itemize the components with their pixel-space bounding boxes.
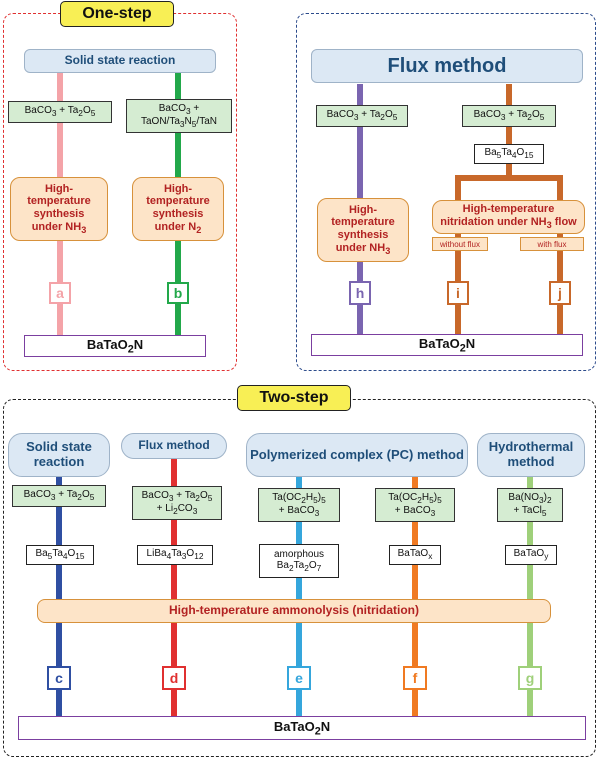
precursor-d: BaCO3 + Ta2O5+ Li2CO3: [132, 486, 222, 520]
route-e-line: [296, 476, 302, 716]
precursor-a-text: BaCO3 + Ta2O5: [24, 105, 96, 119]
route-e-marker: e: [287, 666, 311, 690]
precursor-h: BaCO3 + Ta2O5: [316, 105, 408, 127]
route-c-marker: c: [47, 666, 71, 690]
flux-branch-bar: [455, 175, 563, 181]
route-j-line: [557, 175, 563, 335]
route-f-line: [412, 476, 418, 716]
precursor-b-text: BaCO3 +TaON/Ta3N5/TaN: [141, 102, 217, 129]
precursor-d-text: BaCO3 + Ta2O5+ Li2CO3: [141, 489, 213, 516]
route-c-line: [56, 456, 62, 716]
product-text: BaTaO2N: [273, 718, 331, 738]
one-step-product-solid: BaTaO2N: [24, 335, 206, 357]
route-g-marker: g: [518, 666, 542, 690]
precursor-c: BaCO3 + Ta2O5: [12, 485, 106, 507]
route-i-line: [455, 175, 461, 335]
route-h-marker: h: [349, 281, 371, 305]
precursor-g-text: Ba(NO3)2+ TaCl5: [508, 491, 552, 518]
intermediate-text: Ba5Ta4O15: [484, 147, 534, 161]
without-flux-label: without flux: [432, 237, 488, 251]
intermediate-f: BaTaOx: [389, 545, 441, 565]
two-step-hydrothermal-header: Hydrothermal method: [477, 433, 585, 477]
intermediate-ba5ta4o15-flux: Ba5Ta4O15: [474, 144, 544, 164]
precursor-ij-text: BaCO3 + Ta2O5: [473, 109, 545, 123]
two-step-pc-header: Polymerized complex (PC) method: [246, 433, 468, 477]
two-step-solid-state-header: Solid state reaction: [8, 433, 110, 477]
route-a-marker: a: [49, 282, 71, 304]
flux-method-header: Flux method: [311, 49, 583, 83]
two-step-product: BaTaO2N: [18, 716, 586, 740]
route-b-marker: b: [167, 282, 189, 304]
product-text: BaTaO2N: [86, 336, 144, 356]
one-step-flux-panel: [296, 13, 596, 371]
precursor-a: BaCO3 + Ta2O5: [8, 101, 112, 123]
route-d-marker: d: [162, 666, 186, 690]
precursor-f: Ta(OC2H5)5+ BaCO3: [375, 488, 455, 522]
two-step-tag: Two-step: [237, 385, 351, 411]
route-g-line: [527, 476, 533, 716]
route-j-marker: j: [549, 281, 571, 305]
route-i-marker: i: [447, 281, 469, 305]
intermediate-d: LiBa4Ta3O12: [137, 545, 213, 565]
one-step-tag: One-step: [60, 1, 174, 27]
product-text: BaTaO2N: [418, 335, 476, 355]
precursor-ij: BaCO3 + Ta2O5: [462, 105, 556, 127]
intermediate-g: BaTaOy: [505, 545, 557, 565]
ammonolysis-process: High-temperature ammonolysis (nitridatio…: [37, 599, 551, 623]
intermediate-c: Ba5Ta4O15: [26, 545, 94, 565]
one-step-product-flux: BaTaO2N: [311, 334, 583, 356]
solid-state-reaction-header: Solid state reaction: [24, 49, 216, 73]
intermediate-g-text: BaTaOy: [513, 548, 549, 562]
intermediate-f-text: BaTaOx: [397, 548, 433, 562]
flux-trunk-line: [506, 84, 512, 178]
precursor-c-text: BaCO3 + Ta2O5: [23, 489, 95, 503]
route-f-marker: f: [403, 666, 427, 690]
precursor-b: BaCO3 +TaON/Ta3N5/TaN: [126, 99, 232, 133]
intermediate-d-text: LiBa4Ta3O12: [146, 548, 204, 562]
precursor-g: Ba(NO3)2+ TaCl5: [497, 488, 563, 522]
with-flux-label: with flux: [520, 237, 584, 251]
route-d-line: [171, 456, 177, 716]
precursor-f-text: Ta(OC2H5)5+ BaCO3: [388, 491, 442, 518]
two-step-flux-header: Flux method: [121, 433, 227, 459]
precursor-e: Ta(OC2H5)5+ BaCO3: [258, 488, 340, 522]
precursor-e-text: Ta(OC2H5)5+ BaCO3: [272, 491, 326, 518]
intermediate-c-text: Ba5Ta4O15: [35, 548, 85, 562]
precursor-h-text: BaCO3 + Ta2O5: [326, 109, 398, 123]
